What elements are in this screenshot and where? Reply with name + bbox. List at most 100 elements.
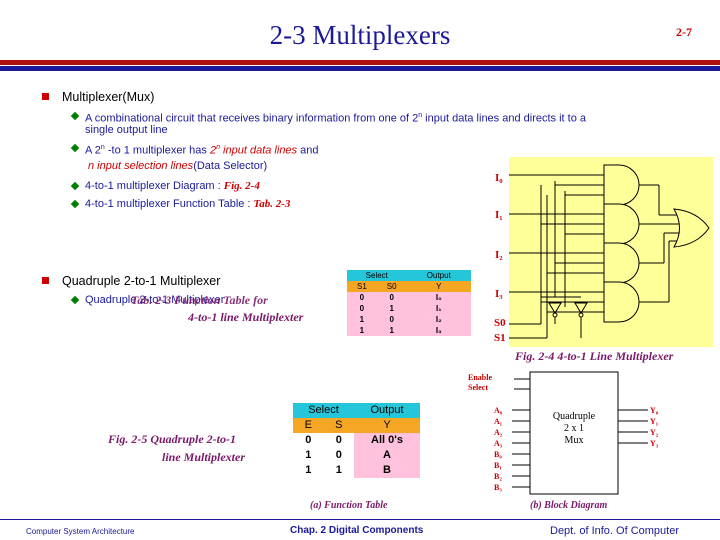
- diamond-bullet-icon: [70, 143, 80, 153]
- quad-sub-bullet: Quadruple 2-to-1 Multiplexer: [85, 294, 225, 306]
- table-row: 0 0 All 0's: [293, 433, 420, 448]
- table-cell: 1: [376, 325, 407, 336]
- a2n-text-1: A 2: [85, 144, 101, 157]
- block-input-b0: B₀: [494, 450, 502, 459]
- t2-header-output: Output: [354, 403, 420, 418]
- block-diagram-lines: [512, 371, 648, 495]
- diamond-bullet-icon: [70, 111, 80, 121]
- table-cell: 0: [293, 433, 324, 448]
- a2n-red-2: input data lines: [220, 144, 298, 157]
- block-output-y0: Y₀: [650, 406, 659, 415]
- table-cell: 1: [293, 463, 324, 478]
- fig25-caption-line2: line Multiplexter: [162, 450, 246, 464]
- table-row: 1 1 B: [293, 463, 420, 478]
- a2n-red-1: 2: [209, 144, 217, 157]
- table-cell: 1: [323, 463, 355, 478]
- mux-definition: A combinational circuit that receives bi…: [85, 109, 695, 126]
- tab23-caption-line1: Tab. 2-3 Function Table for: [131, 293, 268, 307]
- fig25b-caption: (b) Block Diagram: [530, 500, 608, 511]
- block-input-b3: B₃: [494, 483, 502, 492]
- table-cell: B: [354, 463, 420, 478]
- t2-header-select: Select: [293, 403, 355, 418]
- fig25a-caption: (a) Function Table: [310, 500, 388, 511]
- table-cell: I₂: [406, 314, 471, 325]
- fig24-circuit-diagram: [509, 157, 713, 347]
- n-sel-red: n input selection lines: [88, 160, 194, 172]
- functable-text: 4-to-1 multiplexer Function Table :: [85, 198, 254, 210]
- table-row: 0 0 I₀: [347, 292, 471, 303]
- t1-header-output: Output: [406, 270, 471, 281]
- table-row: 1 0 A: [293, 448, 420, 463]
- fig24-input-i1: I₁: [495, 209, 503, 221]
- table-cell: I₁: [406, 303, 471, 314]
- square-bullet-icon: [42, 277, 49, 284]
- table-cell: 1: [347, 325, 377, 336]
- diamond-bullet-icon: [70, 181, 80, 191]
- a2n-bullet: A 2n -to 1 multiplexer has 2n input data…: [85, 141, 318, 158]
- page-number: 2-7: [676, 25, 692, 39]
- diagram-bullet: 4-to-1 multiplexer Diagram : Fig. 2-4: [85, 179, 260, 193]
- t2-sub-y: Y: [354, 418, 420, 433]
- fig24-select-s1: S1: [494, 332, 506, 344]
- a2n-text-2: -to 1 multiplexer has: [104, 144, 210, 157]
- fig24-input-i0: I₀: [495, 172, 503, 184]
- table-row: 1 0 I₂: [347, 314, 471, 325]
- table-cell: 0: [323, 448, 355, 463]
- t1-sub-s0: S0: [376, 281, 407, 292]
- block-outputs: Y₀ Y₁ Y₂ Y₃: [650, 405, 658, 449]
- table-cell: 0: [347, 303, 377, 314]
- a2n-sup: n: [100, 144, 105, 151]
- t1-sub-y: Y: [406, 281, 471, 292]
- table-cell: 0: [323, 433, 355, 448]
- mux-heading: Multiplexer(Mux): [62, 90, 155, 104]
- square-bullet-icon: [42, 93, 49, 100]
- block-enable-label: Enable: [468, 373, 493, 382]
- table-cell: 0: [347, 292, 377, 303]
- block-input-b2: B₂: [494, 472, 502, 481]
- table-cell: 1: [376, 303, 407, 314]
- block-output-y2: Y₂: [650, 428, 659, 437]
- table-cell: A: [354, 448, 420, 463]
- footer-center: Chap. 2 Digital Components: [290, 525, 424, 536]
- n-sel-line: n input selection lines(Data Selector): [88, 159, 267, 173]
- block-input-a3: A₃: [494, 439, 503, 448]
- n-sel-rest: (Data Selector): [193, 160, 268, 172]
- block-select-label: Select: [468, 383, 488, 392]
- mux-def-text-2: input data lines and directs it to a: [422, 112, 587, 125]
- table-cell: 0: [376, 314, 407, 325]
- t1-sub-s1: S1: [347, 281, 377, 292]
- table-cell: I₃: [406, 325, 471, 336]
- header-rule-blue: [0, 66, 720, 71]
- table-row: 1 1 I₃: [347, 325, 471, 336]
- table-cell: 0: [376, 292, 407, 303]
- quad-heading: Quadruple 2-to-1 Multiplexer: [62, 274, 221, 288]
- fig24-caption: Fig. 2-4 4-to-1 Line Multiplexer: [515, 349, 674, 363]
- block-box-line2: 2 x 1: [564, 423, 584, 434]
- table-cell: 1: [293, 448, 324, 463]
- t2-sub-e: E: [293, 418, 324, 433]
- table-row: 0 1 I₁: [347, 303, 471, 314]
- block-a-inputs: A₀ A₁ A₂ A₃ B₀ B₁ B₂ B₃: [494, 405, 502, 493]
- functable-bullet: 4-to-1 multiplexer Function Table : Tab.…: [85, 197, 290, 211]
- mux-def-sup: n: [418, 112, 423, 119]
- table-4to1: Select Output S1 S0 Y 0 0 I₀ 0 1 I₁ 1 0 …: [347, 270, 471, 336]
- t1-header-select: Select: [347, 270, 407, 281]
- block-input-a2: A₂: [494, 428, 503, 437]
- block-box-line3: Mux: [564, 435, 584, 446]
- footer-right: Dept. of Info. Of Computer: [550, 525, 680, 537]
- diamond-bullet-icon: [70, 199, 80, 209]
- block-input-b1: B₁: [494, 461, 502, 470]
- diamond-bullet-icon: [70, 295, 80, 305]
- functable-ref: Tab. 2-3: [253, 198, 291, 210]
- block-mux-box: Quadruple 2 x 1 Mux: [530, 411, 618, 447]
- fig24-input-i3: I₃: [495, 288, 503, 300]
- block-output-y3: Y₃: [650, 439, 659, 448]
- diagram-ref: Fig. 2-4: [223, 180, 260, 192]
- table-cell: 1: [347, 314, 377, 325]
- table-cell: I₀: [406, 292, 471, 303]
- mux-def-line2: single output line: [85, 124, 168, 136]
- block-input-a1: A₁: [494, 417, 503, 426]
- header-rule-red: [0, 60, 720, 65]
- fig25-caption-line1: Fig. 2-5 Quadruple 2-to-1: [108, 432, 237, 446]
- block-box-line1: Quadruple: [552, 411, 596, 422]
